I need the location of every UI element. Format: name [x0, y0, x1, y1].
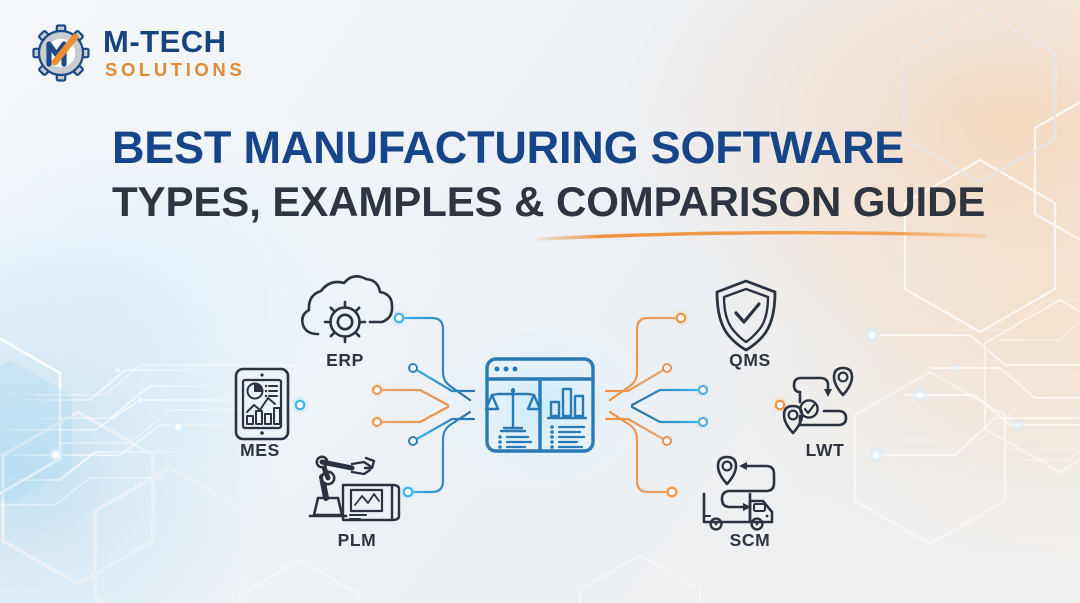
- erp-node-icon[interactable]: [300, 274, 394, 344]
- page-title: BEST MANUFACTURING SOFTWARE TYPES, EXAMP…: [112, 122, 987, 241]
- qms-node-icon[interactable]: [715, 279, 777, 352]
- node-label-erp: ERP: [326, 350, 364, 370]
- lwt-node-icon[interactable]: [782, 366, 854, 435]
- brand-name-line2: SOLUTIONS: [105, 59, 246, 81]
- brand-logo[interactable]: M-TECH SOLUTIONS: [30, 24, 245, 82]
- connector-endpoints-left: [291, 309, 418, 501]
- connectors-right: [604, 316, 782, 494]
- node-label-scm: SCM: [729, 530, 771, 550]
- center-dashboard-icon[interactable]: [484, 357, 595, 453]
- headline-line-1: BEST MANUFACTURING SOFTWARE: [112, 122, 905, 173]
- node-label-plm: PLM: [337, 530, 377, 550]
- brand-wordmark: M-TECH SOLUTIONS: [103, 26, 245, 80]
- node-label-lwt: LWT: [805, 440, 845, 460]
- node-label-qms: QMS: [729, 350, 771, 370]
- plm-node-icon[interactable]: [308, 455, 401, 522]
- connectors-left: [298, 316, 476, 494]
- headline-line-2: TYPES, EXAMPLES & COMPARISON GUIDE: [112, 178, 986, 225]
- headline-underline-swoosh: [537, 230, 987, 241]
- connector-endpoints-right: [662, 309, 789, 501]
- mes-node-icon[interactable]: [234, 367, 290, 441]
- brand-name-line1: M-TECH: [103, 24, 227, 60]
- node-label-mes: MES: [240, 440, 280, 460]
- scm-node-icon[interactable]: [702, 455, 776, 531]
- gear-check-logo-icon: [32, 24, 90, 82]
